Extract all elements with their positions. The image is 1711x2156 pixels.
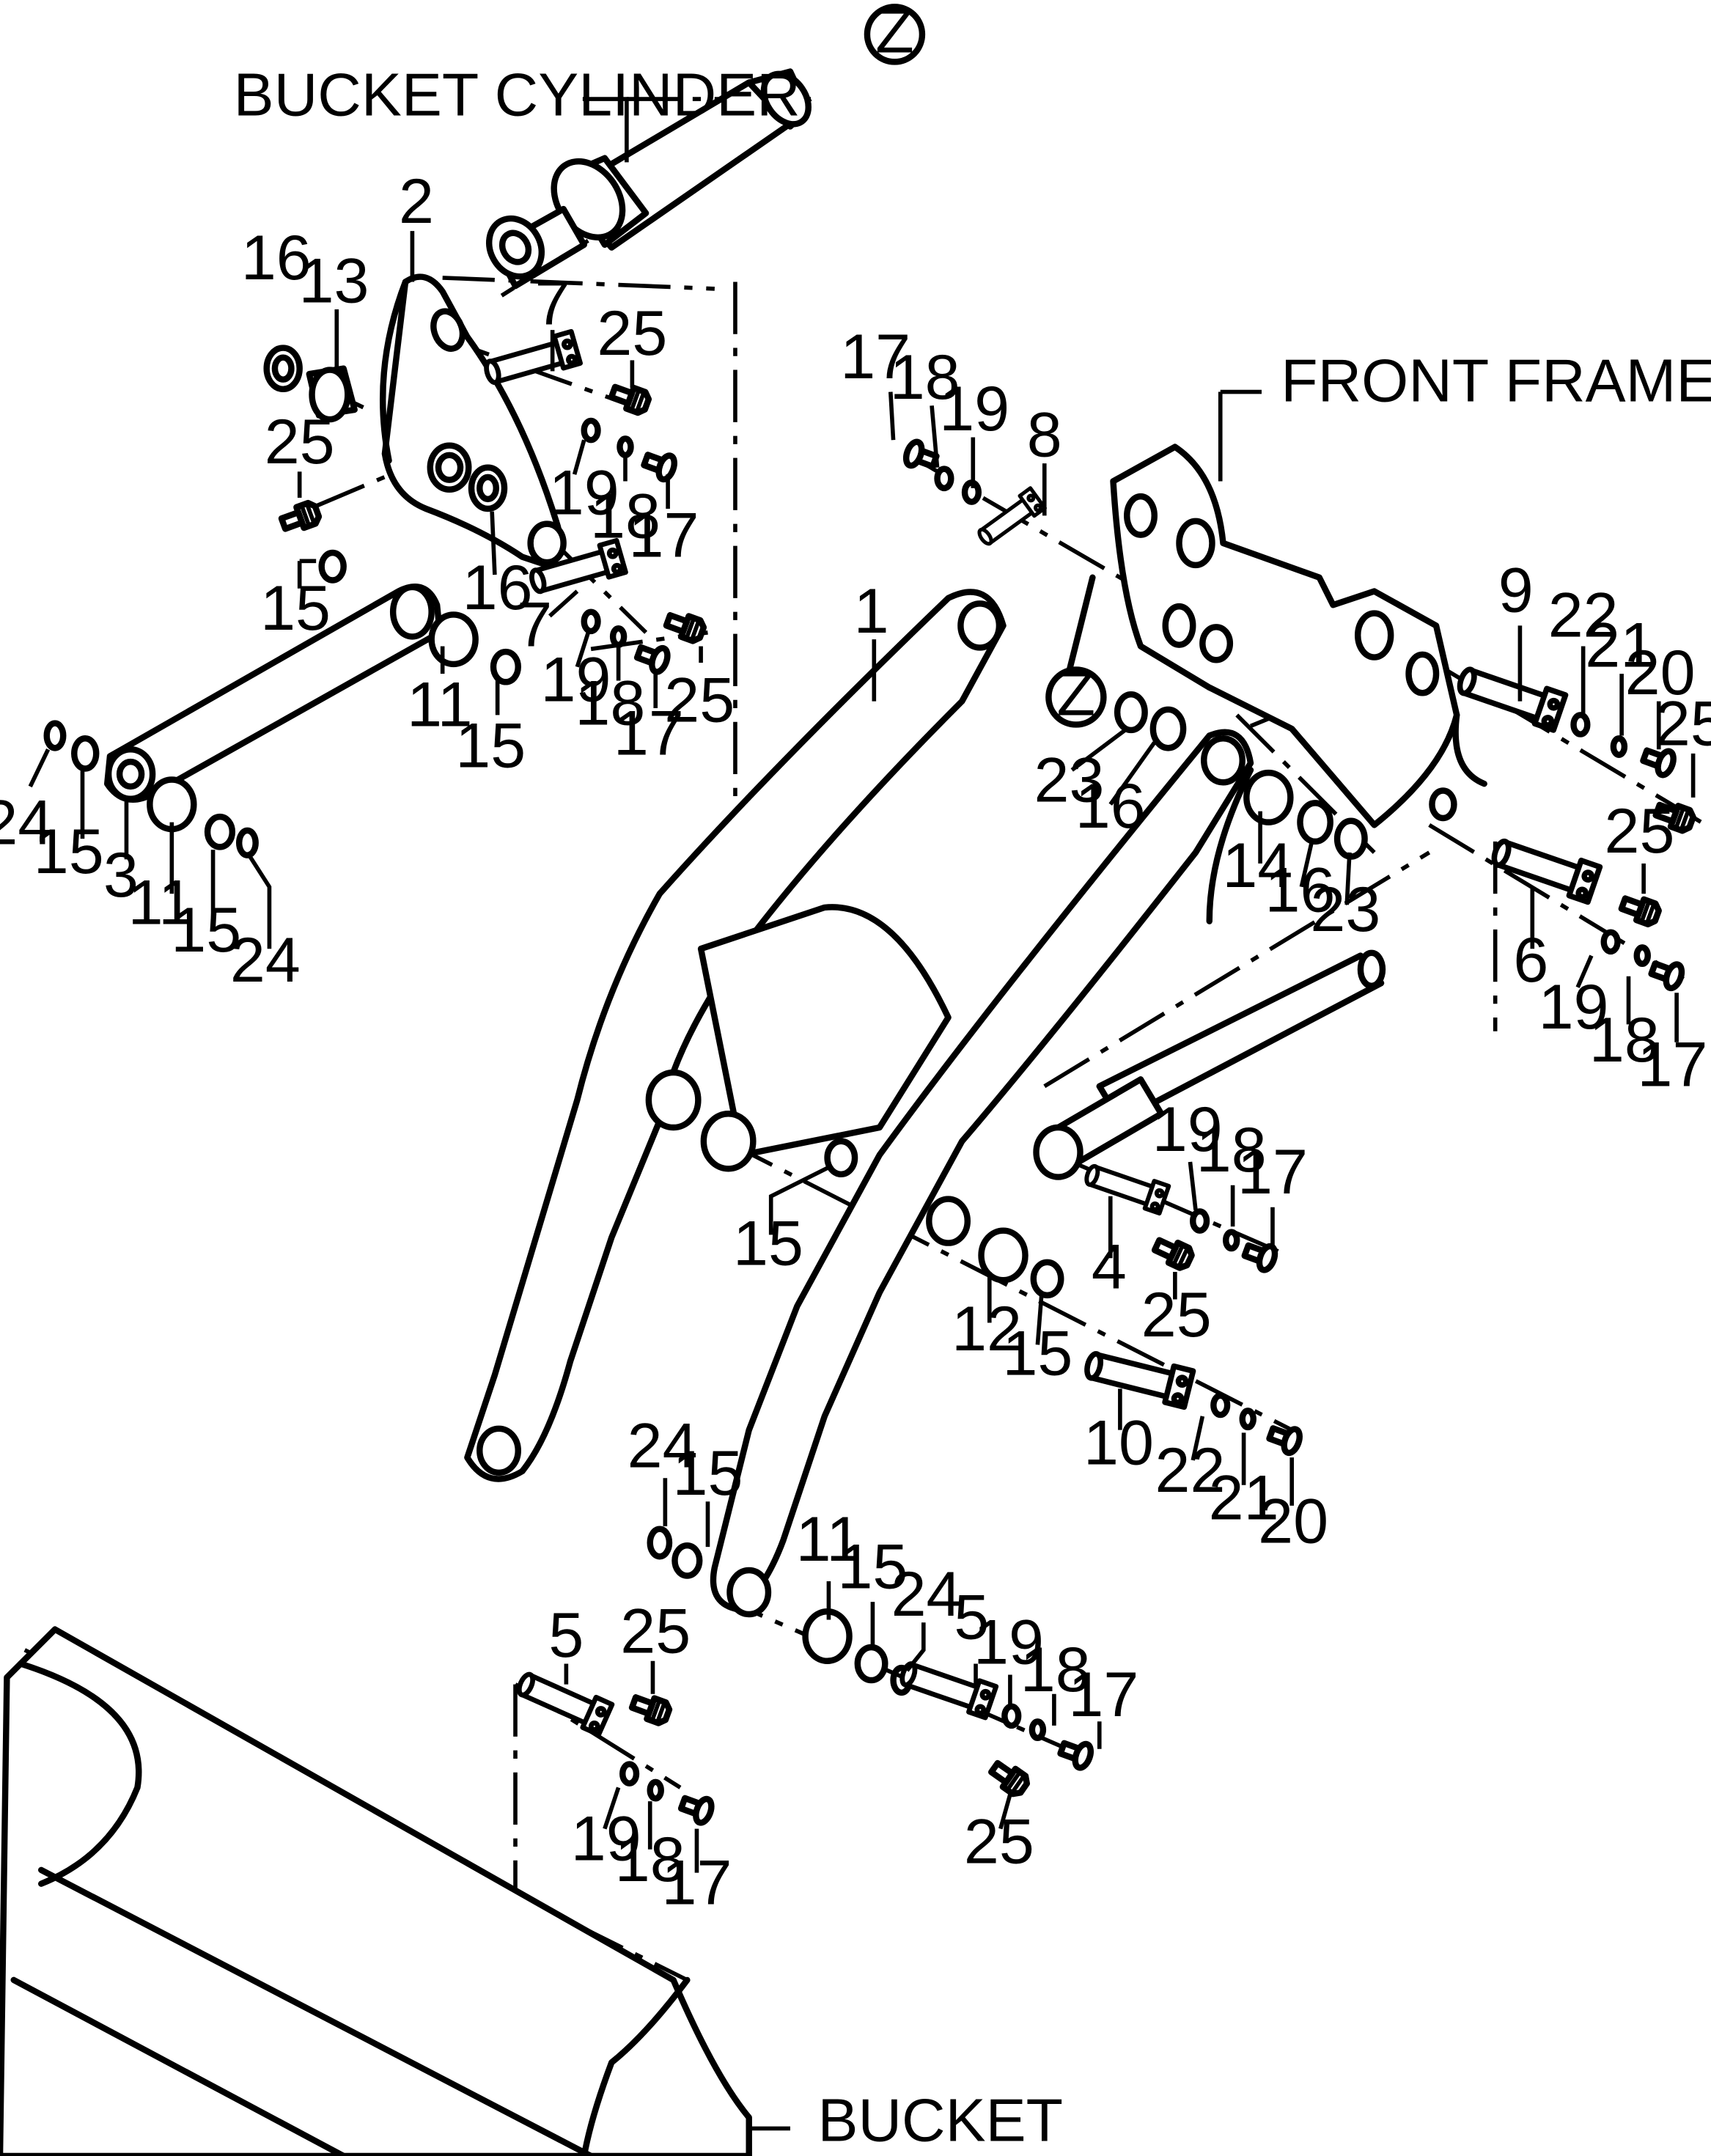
callout: 19 [939,374,1009,444]
callout: 9 [1498,556,1534,626]
lift-cylinder [1033,949,1386,1180]
callout: 14 [1222,831,1292,901]
boom-arms [464,589,1254,1618]
callout: 21 [1209,1463,1279,1534]
callout: 15 [455,711,526,781]
callout: 11 [128,867,194,938]
callout: 20 [1625,638,1696,708]
bucket-cylinder [486,68,812,290]
callout: 19 [571,1804,641,1874]
callout: 18 [590,481,661,551]
callout: 25 [597,298,667,369]
callout: 23 [1034,745,1105,815]
callout: 3 [103,840,139,910]
callout: 16 [1075,771,1146,842]
callout: 15 [837,1531,908,1602]
callout: 11 [407,669,473,740]
callout: 10 [1083,1408,1154,1479]
view-marker-text: Z [1057,658,1096,729]
callout: 17 [614,699,684,769]
callout: 17 [1068,1660,1138,1730]
callout: 17 [840,322,910,392]
callout: 24 [230,925,301,996]
callout: 19 [541,645,611,715]
view-marker-z-frame: Z [1045,658,1107,729]
callout: 11 [796,1504,862,1575]
part-callouts: 2 16 13 7 25 25 19 18 17 15 16 7 19 18 1… [0,166,1711,1918]
callout: 17 [1237,1137,1308,1207]
callout: 16 [241,223,312,293]
callout: 25 [964,1806,1034,1877]
callout: 7 [535,268,570,339]
front-frame-label: FRONT FRAME [1281,347,1711,415]
callout: 4 [1092,1232,1127,1302]
callout: 19 [974,1608,1044,1678]
callout: 13 [299,246,369,317]
callout: 23 [1310,875,1380,945]
callout: 25 [1655,689,1711,759]
bucket-cylinder-label: BUCKET CYLINDER [234,62,801,129]
callout: 16 [463,553,533,623]
bellcrank-lever [380,273,567,567]
callout: 17 [662,1848,732,1918]
callout: 19 [1539,972,1609,1042]
callout: 12 [952,1294,1022,1364]
callout: 18 [615,1825,685,1895]
callout: 18 [1196,1115,1267,1185]
callout: 6 [1513,925,1548,996]
callout: 17 [629,501,699,571]
callout: 15 [733,1209,803,1279]
callout: 20 [1258,1486,1328,1556]
callout: 7 [517,590,552,661]
callout: 18 [1589,1005,1660,1075]
callout: 24 [628,1410,698,1481]
callout: 1 [854,576,889,647]
callout: 8 [1027,400,1062,471]
callout: 15 [673,1438,743,1509]
callout: 25 [620,1596,691,1666]
callout: 17 [1638,1030,1708,1100]
callout: 25 [1141,1280,1212,1350]
view-marker-z-top: Z [864,0,926,66]
bucket-label: BUCKET [817,2086,1063,2154]
callout: 18 [575,668,645,738]
callout: 25 [1605,796,1675,867]
callout: 19 [549,457,619,528]
callout: 25 [265,407,335,477]
callout: 19 [1152,1094,1223,1165]
callout: 18 [890,342,960,413]
callout: 5 [954,1583,989,1653]
callout: 15 [171,895,241,965]
callout: 18 [1020,1635,1091,1705]
callout: 15 [1002,1319,1072,1389]
callout: 24 [891,1559,962,1630]
callout: 22 [1155,1435,1226,1506]
callout: 22 [1548,580,1619,650]
callout: 5 [548,1600,584,1671]
bucket [0,1626,752,2156]
callout: 15 [260,573,331,644]
callout: 15 [34,817,104,887]
callout: 25 [664,666,735,736]
callout: 24 [0,788,53,858]
small-parts [43,345,1457,1696]
assembly-captions: BUCKET CYLINDER FRONT FRAME BUCKET [234,62,1711,2155]
callout: 16 [1265,856,1336,926]
callout: 2 [399,166,434,237]
leader-lines [28,97,1696,2131]
view-marker-text: Z [875,0,914,66]
callout: 21 [1585,611,1655,681]
